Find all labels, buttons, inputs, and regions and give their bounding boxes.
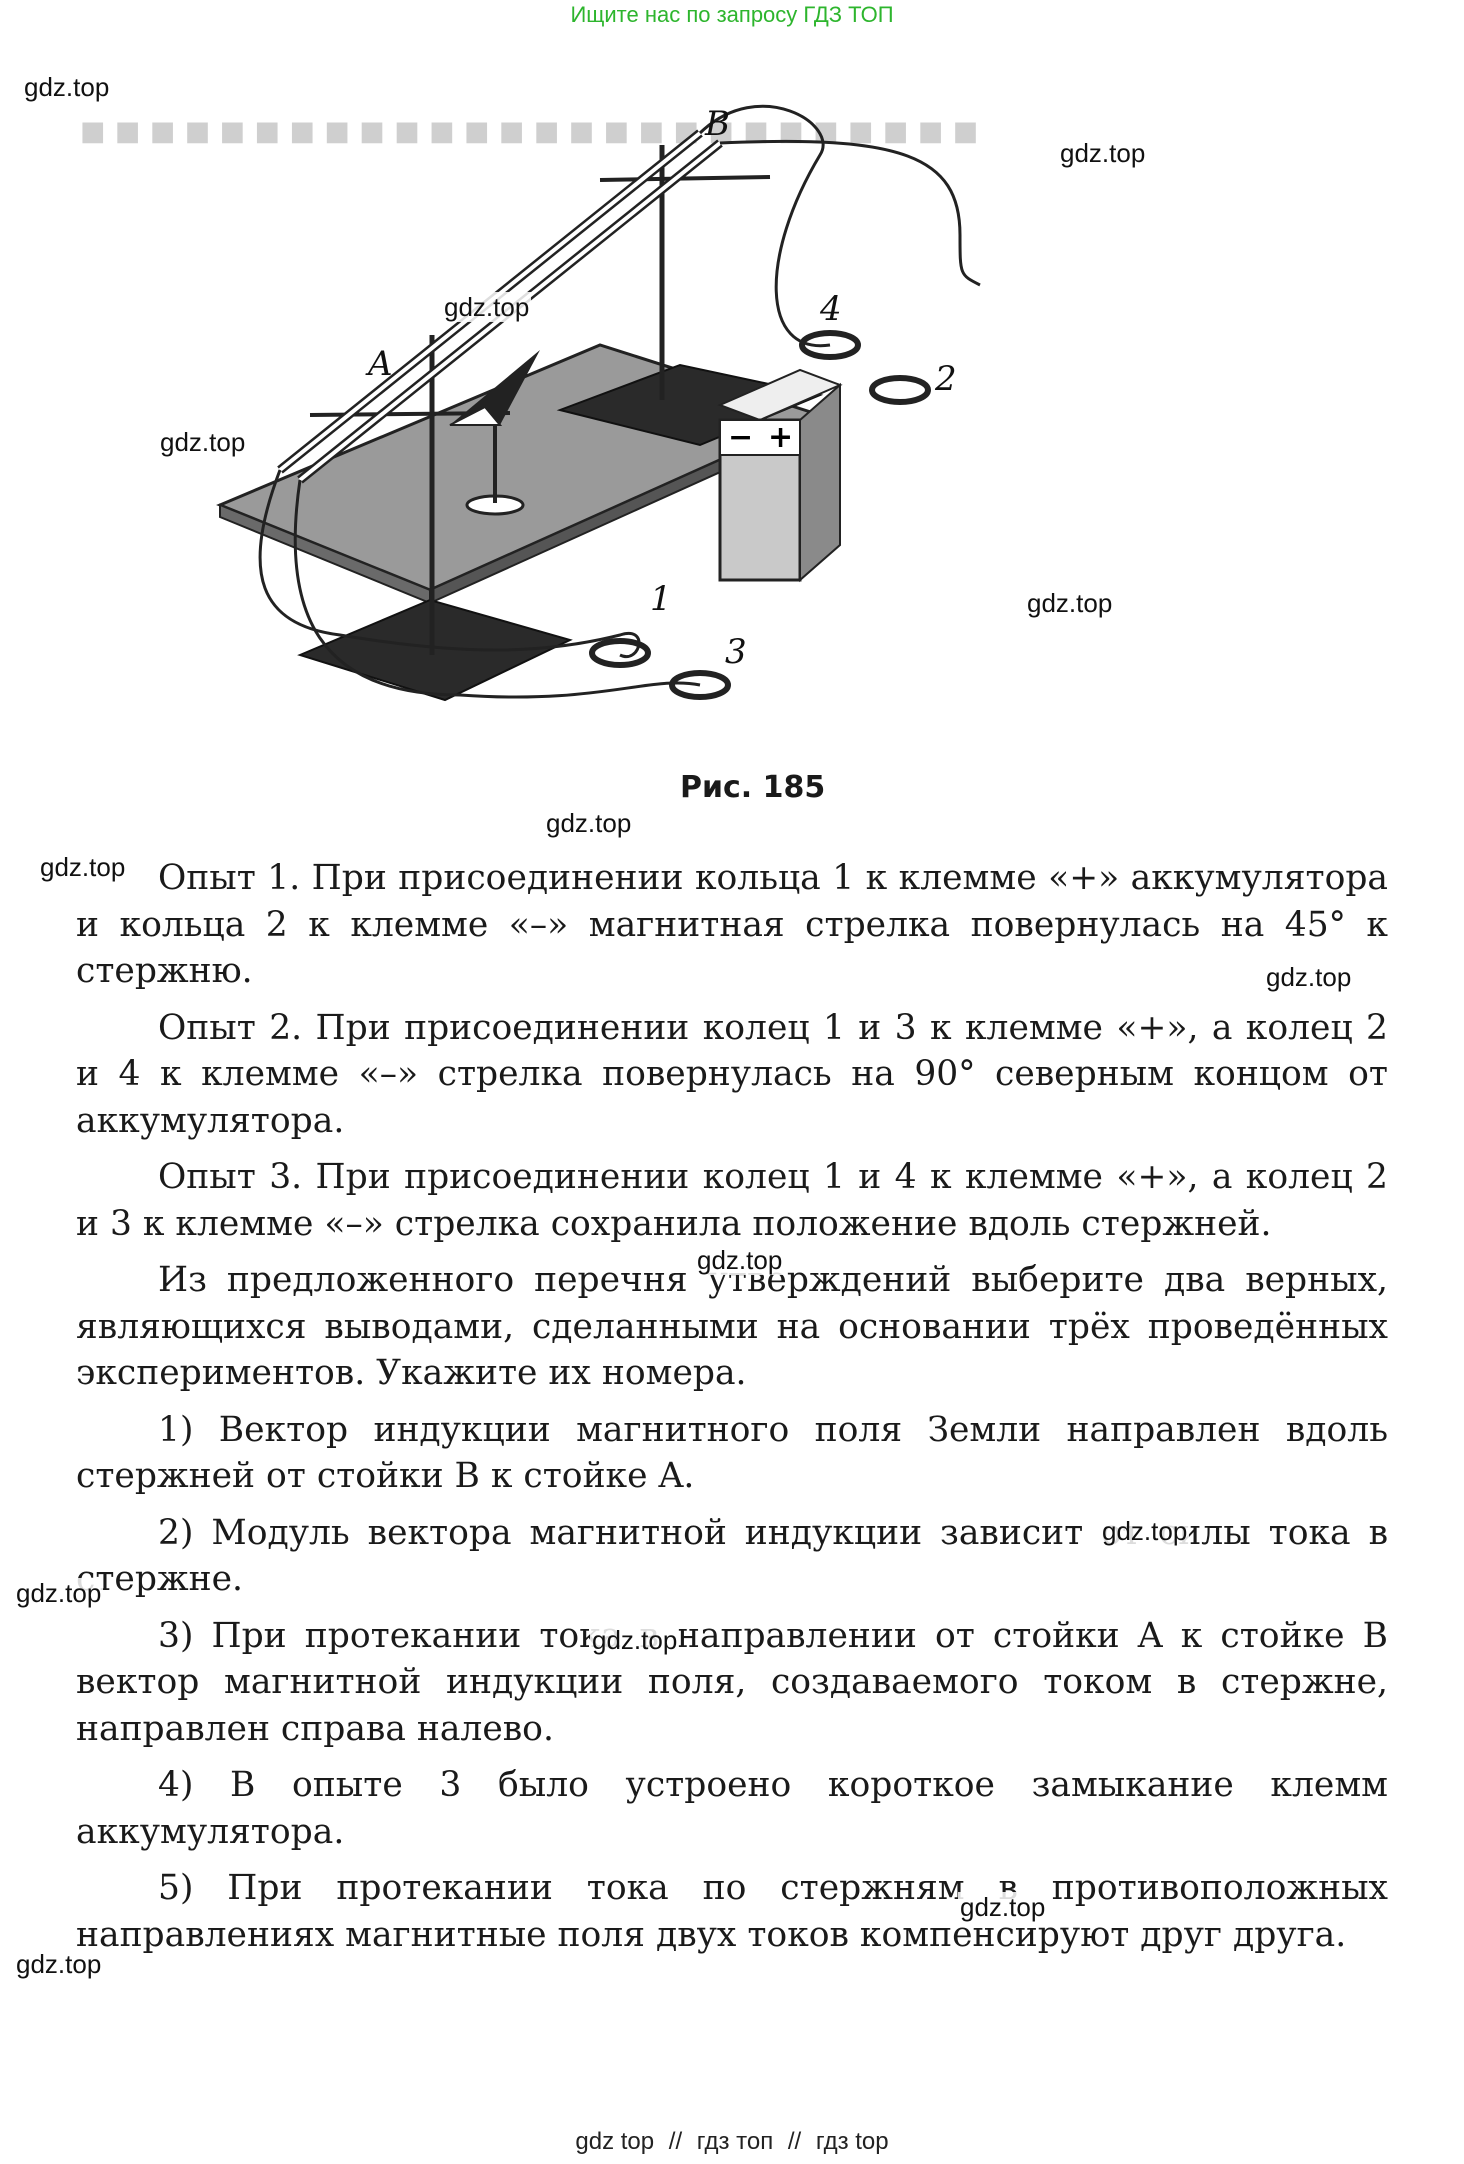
watermark: gdz.top (22, 72, 112, 102)
ring-3 (669, 670, 731, 700)
wire-4 (698, 104, 831, 348)
watermark: gdz.top (1058, 138, 1148, 168)
label-b: B (704, 104, 730, 144)
bottom-separator: // (787, 2128, 802, 2155)
watermark: gdz.top (442, 292, 532, 322)
watermark: gdz.top (590, 1625, 680, 1655)
experiment-1: Опыт 1. При присоединении кольца 1 к кле… (76, 858, 1388, 991)
watermark: gdz.top (695, 1245, 785, 1275)
experiment-2: Опыт 2. При присоединении колец 1 и 3 к … (76, 1007, 1388, 1141)
watermark: gdz.top (1264, 962, 1354, 992)
battery: − + (717, 368, 843, 583)
wire-1 (258, 469, 641, 659)
watermark: gdz.top (1100, 1516, 1190, 1546)
experiment-setup-figure: − + A B 4 2 1 3 (216, 104, 981, 702)
option-4: 4) В опыте 3 было устроено короткое замы… (76, 1765, 1388, 1852)
bottom-links: gdz top // гдз топ // гдз top (0, 2128, 1464, 2156)
stand-base-b (556, 363, 824, 447)
option-2: 2) Модуль вектора магнитной индукции зав… (76, 1512, 1388, 1600)
ring-4 (799, 330, 861, 360)
option-1: 1) Вектор индукции магнитного поля Земли… (76, 1409, 1388, 1497)
watermark: gdz.top (544, 808, 634, 838)
watermark: gdz.top (14, 1578, 104, 1608)
bottom-link[interactable]: гдз top (815, 2128, 889, 2155)
battery-plus-label: + (768, 420, 793, 455)
label-a: A (365, 344, 393, 384)
bottom-link[interactable]: гдз топ (696, 2128, 774, 2155)
label-ring-4: 4 (819, 289, 842, 329)
option-5: 5) При протекании тока по стержням в про… (76, 1868, 1388, 1955)
bottom-separator: // (668, 2128, 683, 2155)
figure-caption: Рис. 185 (680, 770, 826, 805)
task-text: Опыт 1. При присоединении кольца 1 к кле… (76, 855, 1388, 1958)
magnetic-needle (450, 350, 540, 425)
bottom-link[interactable]: gdz top (575, 2128, 655, 2155)
watermark: gdz.top (14, 1949, 104, 1979)
option-3: 3) При протекании тока в направлении от … (76, 1615, 1388, 1749)
ring-2 (869, 375, 931, 405)
watermark: gdz.top (158, 427, 248, 457)
watermark: gdz.top (958, 1892, 1048, 1922)
top-banner[interactable]: Ищите нас по запросу ГДЗ ТОП (570, 2, 894, 27)
label-ring-1: 1 (650, 579, 672, 619)
stand-base-a (297, 598, 573, 702)
battery-minus-label: − (728, 420, 753, 455)
watermark: gdz.top (38, 852, 128, 882)
wire-2 (719, 139, 981, 287)
wire-3 (293, 479, 701, 699)
experiment-3: Опыт 3. При присоединении колец 1 и 4 к … (76, 1157, 1388, 1244)
task-instruction: Из предложенного перечня утверждений выб… (76, 1260, 1388, 1393)
watermark: gdz.top (1025, 588, 1115, 618)
ring-1 (589, 638, 651, 668)
label-ring-3: 3 (725, 632, 747, 672)
label-ring-2: 2 (934, 359, 957, 399)
